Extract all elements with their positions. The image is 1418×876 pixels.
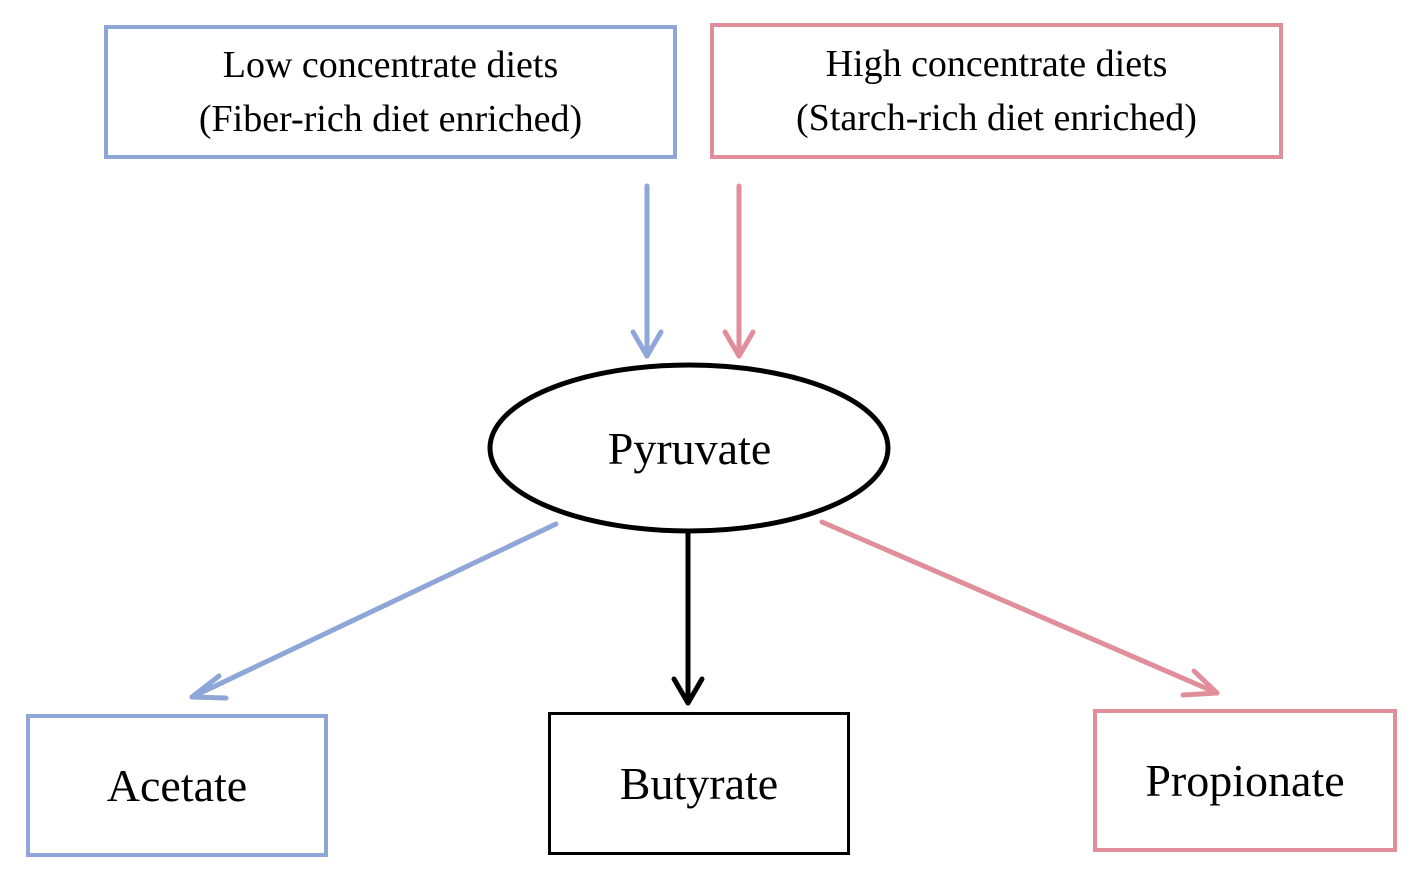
pyruvate-label: Pyruvate bbox=[607, 422, 772, 474]
propionate-label: Propionate bbox=[1145, 755, 1345, 806]
acetate-box: Acetate bbox=[26, 714, 328, 857]
butyrate-box: Butyrate bbox=[548, 712, 850, 855]
high-concentrate-title: High concentrate diets bbox=[825, 43, 1168, 85]
propionate-box: Propionate bbox=[1093, 709, 1397, 852]
arrow-pyruvate-to-acetate bbox=[189, 521, 559, 701]
low-concentrate-title: Low concentrate diets bbox=[222, 44, 559, 86]
high-concentrate-diet-box: High concentrate diets (Starch-rich diet… bbox=[710, 23, 1283, 159]
butyrate-label: Butyrate bbox=[619, 758, 779, 809]
arrow-high-to-pyruvate bbox=[722, 183, 756, 359]
high-concentrate-subtitle: (Starch-rich diet enriched) bbox=[796, 97, 1197, 139]
arrow-low-to-pyruvate bbox=[630, 183, 664, 359]
pyruvate-node bbox=[487, 362, 891, 534]
low-concentrate-diet-box: Low concentrate diets (Fiber-rich diet e… bbox=[104, 25, 677, 159]
arrow-pyruvate-to-butyrate bbox=[671, 531, 705, 706]
arrow-pyruvate-to-propionate bbox=[819, 519, 1220, 698]
acetate-label: Acetate bbox=[106, 760, 248, 811]
low-concentrate-subtitle: (Fiber-rich diet enriched) bbox=[198, 98, 583, 140]
